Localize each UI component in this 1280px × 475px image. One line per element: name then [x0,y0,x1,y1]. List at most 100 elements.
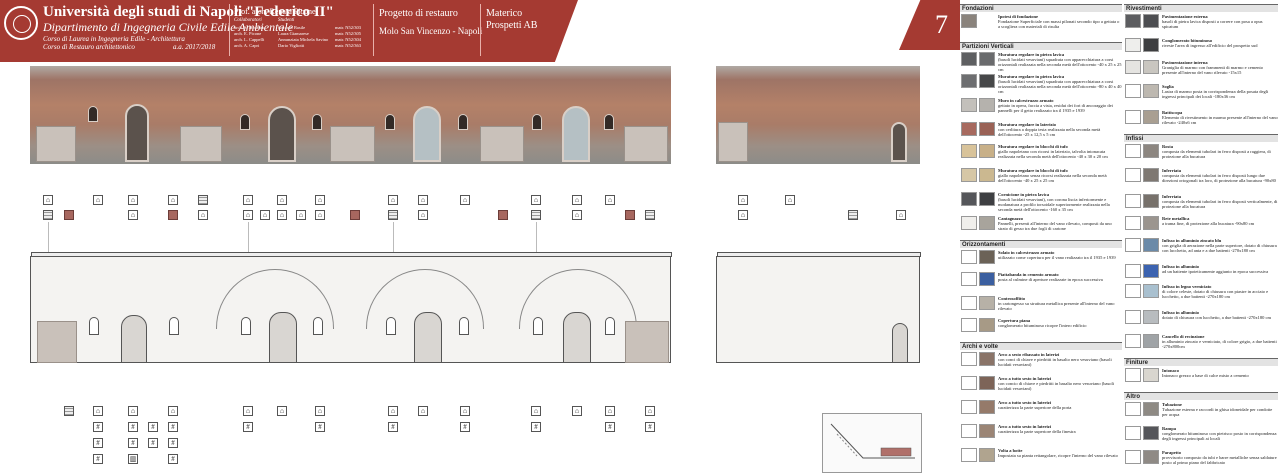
entry-title: Muratura regolare in pietra lavica [998,74,1065,79]
entry-text: Tubazione esterna e raccordi in ghisa id… [1162,407,1273,417]
legend-icon: # [388,422,398,432]
material-photo [1143,238,1159,252]
leader-line [248,222,249,256]
entry-title: Infisso in legno verniciato [1162,284,1212,289]
photo-elevation-b [716,66,920,164]
entry-title: Intonaco [1162,368,1180,373]
entry-text: composta da elementi tubolari in ferro d… [1162,199,1278,209]
legend-icon: # [93,454,103,464]
legend-icon: # [168,454,178,464]
material-swatch [961,168,977,182]
material-swatch [961,296,977,310]
material-photo [1143,110,1159,124]
window [240,114,250,130]
entry-text: posta al culmine di aperture realizzate … [998,277,1103,282]
material-swatch [961,74,977,88]
entry-text: giallo napoletano con ricorsi in lateriz… [998,149,1108,159]
collaborator: arch. L. Cappelli [234,37,265,42]
entry-text: conglomerato bituminoso con pietrisco po… [1162,431,1277,441]
entry-title: Controsoffitto [998,296,1026,301]
legend-icon: ▥ [128,454,138,464]
material-photo [979,400,995,414]
legend-icon: # [128,438,138,448]
legend-icon: ⌂ [896,210,906,220]
entry-text: composta da elementi tubolari in ferro d… [1162,149,1271,159]
divider [373,4,374,56]
legend-icon: # [243,422,253,432]
material-swatch [961,318,977,332]
basalt-block [330,126,375,162]
arch-symbol [961,376,977,390]
legend-icon: ⌂ [315,210,325,220]
material-photo [1143,216,1159,230]
fixture-symbol [1125,402,1141,416]
legend-icon [848,210,858,220]
entry-text: ad un battente ipoteticamente aggiunto i… [1162,269,1269,274]
legend-icon: ⌂ [572,406,582,416]
material-swatch [1125,110,1141,124]
entry-title: Muratura regolare in blocchi di tufo [998,144,1068,149]
legend-icon: ⌂ [418,195,428,205]
entry-title: Copertura piana [998,318,1031,323]
material-swatch [961,192,977,206]
material-photo [1143,264,1159,278]
entry-text: composta da elementi tubolari in ferro d… [1162,173,1276,183]
entry-text: Lastra di marmo posta in corrispondenza … [1162,89,1269,99]
material-photo [979,448,995,462]
project-title: Progetto di restauro [379,8,458,19]
legend-icon [625,210,635,220]
fixture-symbol [1125,264,1141,278]
legend-icon [64,210,74,220]
collaborator: arch. E. Picone [234,31,262,36]
basalt-block [625,321,669,363]
basalt-block [36,126,76,162]
section-heading: Fondazioni [960,4,1122,12]
legend-icon: ⌂ [531,406,541,416]
entry-title: Infisso in alluminio zincato blu [1162,238,1222,243]
material-photo [979,272,995,286]
entry-title: Inferriata [1162,168,1181,173]
doorway [268,106,296,162]
doorway [269,312,297,363]
material-photo [979,424,995,438]
drawn-elevation-a [30,252,672,363]
legend-icon: ⌂ [243,195,253,205]
material-photo [1143,38,1159,52]
entry-title: Volta a botte [998,448,1023,453]
student-id: matr. N52/303 [335,25,361,30]
legend-icon: ⌂ [198,210,208,220]
legend-icon [43,210,53,220]
legend-icon: ⌂ [605,195,615,205]
basalt-block [37,321,77,363]
entry-text: Fondazione Superficiale con massi pilona… [998,19,1120,29]
basalt-block [180,126,222,162]
student: Gerardo Basile [278,25,306,30]
entry-title: Infisso in alluminio [1162,310,1200,315]
divider [480,4,481,56]
entry-title: Tubazione [1162,402,1182,407]
legend-icon: ⌂ [315,406,325,416]
entry-title: Muratura regolare in pietra lavica [998,52,1065,57]
material-photo [979,376,995,390]
legend-icon: ⌂ [243,406,253,416]
student: Annunziata Michela Savino [278,37,329,42]
entry-title: Pavimentazione esterna [1162,14,1208,19]
window [386,317,396,335]
material-photo [979,74,995,88]
material-photo [1143,168,1159,182]
leader-line [536,222,537,256]
university-seal-icon [4,6,38,40]
material-photo [979,352,995,366]
material-photo [979,250,995,264]
material-swatch [961,144,977,158]
legend-icon: # [148,422,158,432]
legend-icon: # [168,438,178,448]
material-swatch [1125,60,1141,74]
entry-title: Cornicione in pietra lavica [998,192,1050,197]
entry-title: Muratura regolare in laterizio [998,122,1056,127]
legend-icon: ⌂ [277,195,287,205]
section-heading: Finiture [1124,358,1278,366]
vault-symbol [961,448,977,462]
material-photo [979,192,995,206]
